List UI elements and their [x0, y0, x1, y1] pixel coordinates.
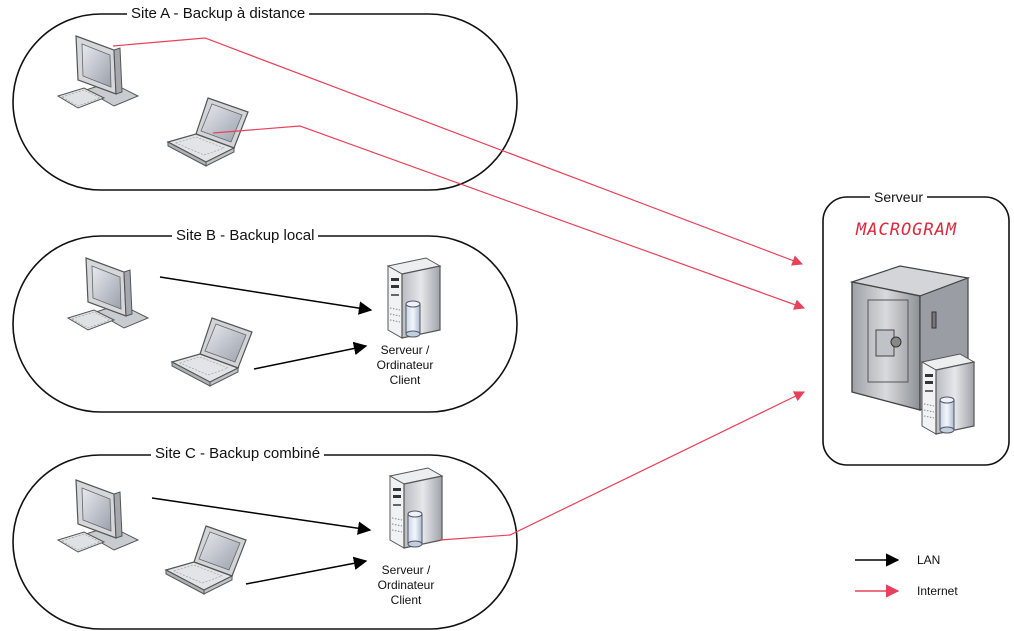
- site-b-server-label-line3: Client: [389, 373, 421, 387]
- site-a-desktop-icon: [57, 35, 139, 109]
- server-box-title: Serveur: [870, 188, 928, 206]
- internet-arrow-a-laptop: [212, 125, 806, 310]
- site-c-server-label-line2: Ordinateur: [377, 578, 435, 592]
- site-b-desktop-icon: [67, 257, 149, 331]
- internet-arrow-c-server: [439, 391, 805, 541]
- site-c-server-icon: [389, 467, 443, 549]
- lan-arrow-c-laptop: [245, 556, 368, 585]
- site-b-server-label-line1: Serveur /: [380, 343, 430, 357]
- site-c-desktop-icon: [57, 479, 139, 553]
- site-c-title: Site C - Backup combiné: [151, 445, 325, 463]
- site-c-server-label: Serveur / Ordinateur Client: [356, 563, 456, 608]
- central-server-tower-icon: [921, 353, 975, 435]
- lan-arrow-b-laptop: [253, 341, 368, 370]
- legend-internet-label: Internet: [917, 584, 958, 598]
- site-b-server-label: Serveur / Ordinateur Client: [355, 343, 455, 388]
- lan-arrow-c-desktop: [151, 497, 372, 535]
- internet-arrow-a-desktop: [112, 37, 804, 266]
- site-b-server-label-line2: Ordinateur: [376, 358, 434, 372]
- site-b-server-icon: [387, 257, 441, 339]
- site-c-server-label-line3: Client: [390, 593, 422, 607]
- site-b-title: Site B - Backup local: [172, 227, 319, 245]
- legend-lan-label: LAN: [917, 553, 941, 567]
- site-b-laptop-icon: [171, 317, 253, 387]
- site-a-title: Site A - Backup à distance: [127, 5, 310, 23]
- site-c-server-label-line1: Serveur /: [381, 563, 431, 577]
- site-c-laptop-icon: [165, 525, 247, 595]
- site-a-laptop-icon: [167, 97, 249, 167]
- lan-arrow-b-desktop: [159, 276, 373, 315]
- brand-logo: MACROGRAM: [856, 220, 958, 240]
